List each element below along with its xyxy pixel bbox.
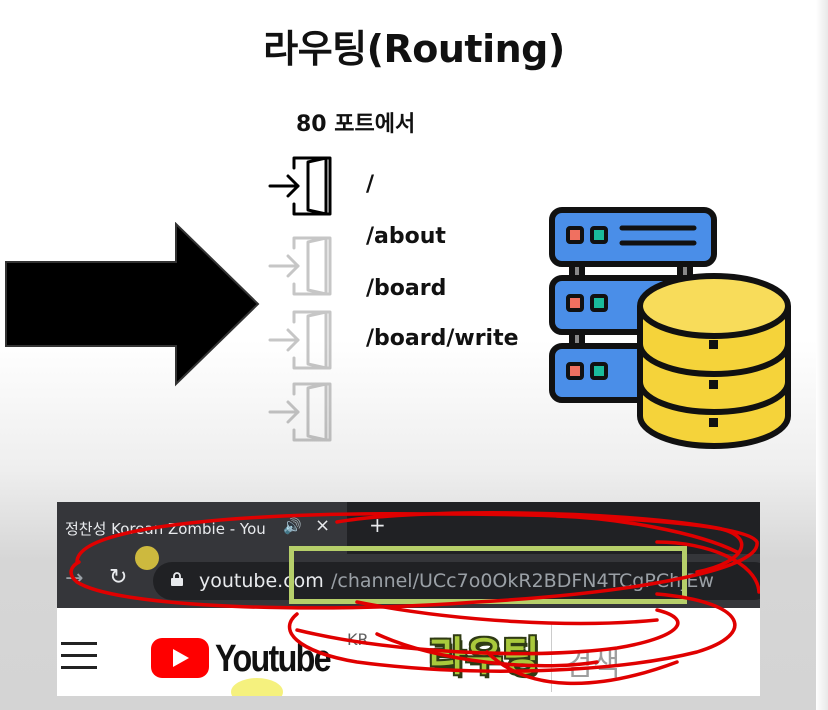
- route-board-write: /board/write: [366, 326, 519, 351]
- server-database-icon: [549, 207, 791, 449]
- big-arrow-icon: [5, 222, 260, 387]
- port-label: 80 포트에서: [296, 112, 416, 137]
- browser-tab[interactable]: 정찬성 Korean Zombie - You 🔊 ×: [57, 502, 347, 554]
- door-icon: [268, 234, 338, 300]
- annotation-scribbles: [69, 511, 760, 696]
- slide-title: 라우팅(Routing): [263, 27, 565, 71]
- tab-title: 정찬성 Korean Zombie - You: [65, 520, 266, 538]
- browser-screenshot: 정찬성 Korean Zombie - You 🔊 × + → ↻ youtub…: [57, 502, 760, 696]
- reload-icon[interactable]: ↻: [109, 565, 128, 590]
- browser-tab-bar: 정찬성 Korean Zombie - You 🔊 × +: [57, 502, 760, 554]
- route-root: /: [366, 172, 375, 197]
- slide-edge: [816, 0, 828, 710]
- route-board: /board: [366, 276, 447, 301]
- url-path: /channel/UCc7o0OkR2BDFN4TCgPChjEw: [331, 570, 714, 592]
- youtube-logo-icon[interactable]: [151, 638, 209, 678]
- lock-icon: [171, 572, 183, 586]
- youtube-wordmark[interactable]: Youtube: [215, 638, 332, 680]
- door-icon: [268, 308, 338, 374]
- door-icon: [268, 380, 338, 446]
- door-icon: [268, 154, 338, 220]
- speaker-icon[interactable]: 🔊: [283, 517, 302, 535]
- route-about: /about: [366, 224, 446, 249]
- search-divider: [551, 622, 552, 692]
- close-icon[interactable]: ×: [315, 515, 331, 536]
- menu-icon[interactable]: [61, 642, 97, 670]
